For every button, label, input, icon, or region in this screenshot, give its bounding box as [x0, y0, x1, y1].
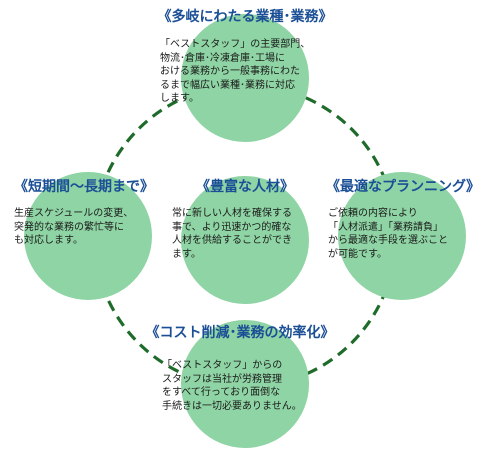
circle-left [24, 172, 152, 300]
circle-right [338, 172, 466, 300]
heading-right: 《最適なプランニング》 [326, 179, 480, 195]
text-bottom: 「ベストスタッフ」からの スタッフは当社が労務管理 をすべて行っており面倒な 手… [162, 360, 302, 412]
circle-top [181, 14, 309, 142]
heading-top: 《多岐にわたる業種･業務》 [157, 9, 333, 25]
text-top: 「ベストスタッフ」の主要部門、 物流･倉庫･冷凍倉庫･工場に おける業務から一般… [160, 39, 311, 104]
heading-left: 《短期間～長期まで》 [14, 179, 154, 195]
heading-center: 《豊富な人材》 [196, 179, 294, 195]
text-right: ご依頼の内容により 「人材派遣」「業務請負」 から最適な手段を選ぶこと が可能で… [328, 208, 448, 260]
text-center: 常に新しい人材を確保する 事で、より迅速かつ的確な 人材を供給することができ ま… [172, 208, 292, 260]
circle-center [181, 176, 309, 304]
circle-bottom [181, 320, 309, 448]
text-left: 生産スケジュールの変更、 突発的な業務の繁忙等に も対応します。 [14, 208, 134, 246]
heading-bottom: 《コスト削減･業務の効率化》 [145, 325, 335, 341]
